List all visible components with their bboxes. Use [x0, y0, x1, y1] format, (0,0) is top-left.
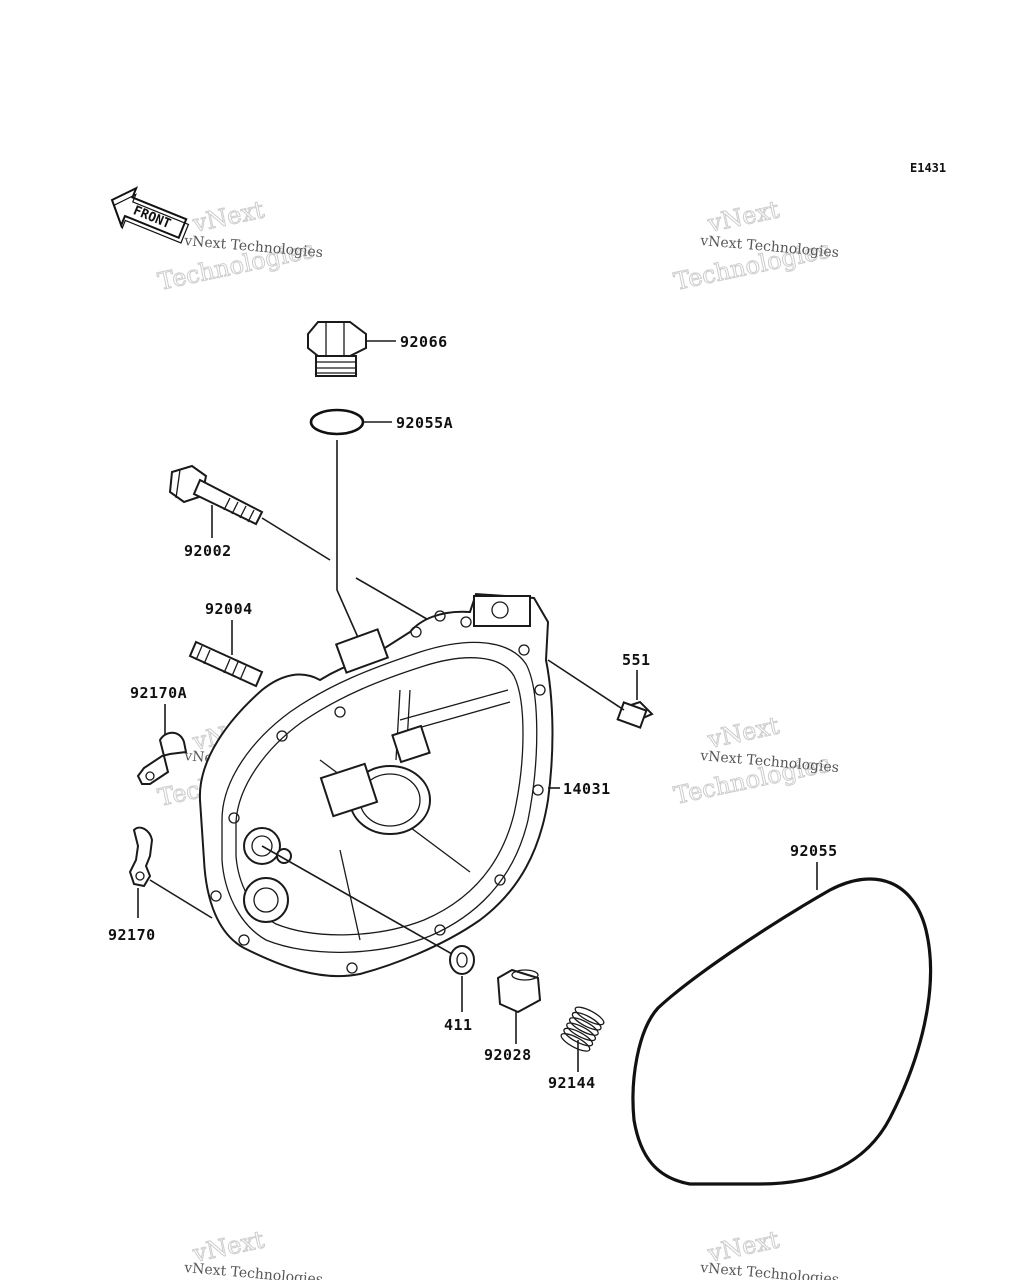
part-92028-bushing: 92028: [484, 968, 542, 1064]
label-92170A: 92170A: [130, 684, 187, 702]
part-92170-clamp: 92170: [108, 826, 213, 944]
part-92144-spring: 92144: [548, 1006, 605, 1092]
front-arrow-icon: FRONT: [110, 186, 190, 244]
label-92144: 92144: [548, 1074, 596, 1092]
part-92002-bolt: 92002: [168, 464, 433, 623]
part-92055A-o-ring: 92055A: [309, 408, 453, 643]
label-92004: 92004: [205, 600, 253, 618]
part-92055-gasket: 92055: [631, 842, 933, 1186]
label-92170: 92170: [108, 926, 156, 944]
label-551: 551: [622, 651, 651, 669]
part-551-dowel: 551: [547, 651, 654, 729]
label-92055: 92055: [790, 842, 838, 860]
part-92170A-clamp: 92170A: [130, 684, 188, 785]
svg-text:vNext Technologies: vNext Technologies: [699, 1260, 840, 1280]
label-92002: 92002: [184, 542, 232, 560]
part-14031-cover: 14031: [198, 592, 611, 978]
diagram-code: E1431: [910, 161, 946, 175]
part-92004-stud: 92004: [188, 600, 264, 688]
label-92028: 92028: [484, 1046, 532, 1064]
label-92066: 92066: [400, 333, 448, 351]
svg-text:vNext Technologies: vNext Technologies: [183, 1260, 324, 1280]
svg-text:vNext: vNext: [704, 195, 782, 238]
label-92055A: 92055A: [396, 414, 453, 432]
part-411-washer: 411: [261, 845, 475, 1034]
label-14031: 14031: [563, 780, 611, 798]
label-411: 411: [444, 1016, 473, 1034]
svg-text:vNext: vNext: [189, 195, 267, 238]
svg-text:vNext: vNext: [704, 711, 782, 754]
part-92066-oil-cap: 92066: [307, 321, 448, 377]
